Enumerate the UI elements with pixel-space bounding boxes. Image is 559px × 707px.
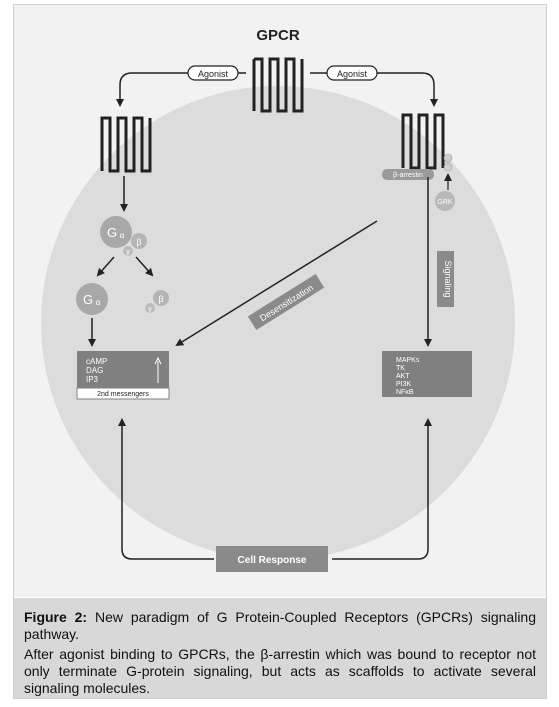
g-alpha-free-sub: α	[96, 298, 101, 307]
g-alpha-label: G	[107, 225, 117, 240]
agonist-arrow-right	[310, 72, 438, 107]
receptor-right	[401, 113, 445, 170]
grk-label: GRK	[437, 199, 453, 206]
g-alpha-subunit	[100, 216, 132, 248]
kinase-mapks: MAPKs	[396, 357, 420, 364]
messenger-camp: cAMP	[86, 357, 107, 366]
g-alpha-free	[76, 283, 108, 315]
g-gamma-free	[145, 303, 155, 313]
receptor-left	[100, 116, 152, 173]
agonist-label-right: Agonist	[337, 69, 368, 79]
receptor-center	[252, 57, 304, 113]
gpcr-title: GPCR	[256, 27, 300, 44]
figure-label: Figure 2:	[24, 609, 88, 625]
caption-panel: Figure 2: New paradigm of G Protein-Coup…	[14, 598, 546, 698]
agonist-label-left: Agonist	[198, 69, 229, 79]
cell-response-label: Cell Response	[238, 555, 307, 566]
g-alpha-free-label: G	[83, 292, 93, 307]
desensitization-badge	[247, 274, 325, 330]
second-messengers-label: 2nd messengers	[97, 391, 149, 398]
cell-response-arrow-left	[118, 418, 214, 560]
kinase-pi3k: PI3K	[396, 381, 412, 388]
g-gamma-free-label: γ	[148, 306, 152, 313]
g-beta-label: β	[136, 237, 141, 247]
agonist-arrow-left	[116, 72, 246, 107]
agonist-badge-right	[326, 65, 378, 81]
figure-caption-body: After agonist binding to GPCRs, the β-ar…	[24, 646, 536, 696]
diagram-panel: GPCR Agonist Agonist G α β γ	[14, 5, 546, 597]
agonist-badge-left	[187, 65, 239, 81]
messenger-dag: DAG	[86, 366, 103, 375]
beta-arrestin-badge	[382, 169, 434, 180]
g-beta-subunit	[131, 233, 147, 249]
signaling-badge	[437, 251, 454, 307]
g-gamma-subunit	[123, 246, 133, 256]
gpcr-pathway-diagram: GPCR Agonist Agonist G α β γ	[41, 27, 515, 572]
figure-frame: GPCR Agonist Agonist G α β γ	[13, 4, 547, 699]
phosphate-1	[443, 153, 453, 163]
g-gamma-label: γ	[126, 249, 130, 256]
arrow-to-galpha	[96, 256, 115, 277]
kinases-box	[382, 351, 472, 397]
g-alpha-sub: α	[120, 231, 125, 240]
beta-arrestin-label: β-arrestin	[393, 172, 423, 179]
kinase-tk: TK	[396, 365, 405, 372]
figure-caption-title: Figure 2: New paradigm of G Protein-Coup…	[24, 609, 536, 643]
increase-arrow-head	[154, 356, 162, 365]
figure-title-text: New paradigm of G Protein-Coupled Recept…	[24, 609, 537, 642]
arrow-to-gbetagamma	[135, 256, 154, 277]
kinase-akt: AKT	[396, 373, 410, 380]
cell-circle	[41, 86, 515, 560]
grk-circle	[435, 191, 455, 211]
kinase-nfkb: NFκB	[396, 389, 414, 396]
desensitization-arrow	[175, 220, 378, 347]
phosphate-2	[443, 162, 453, 172]
g-beta-free	[153, 290, 169, 306]
cell-response-arrow-right	[332, 418, 432, 560]
cell-response-badge	[216, 546, 328, 572]
messenger-ip3: IP3	[86, 375, 99, 384]
second-messengers-label-box	[76, 387, 170, 400]
g-beta-free-label: β	[158, 294, 163, 304]
signaling-label: Signaling	[443, 260, 453, 297]
